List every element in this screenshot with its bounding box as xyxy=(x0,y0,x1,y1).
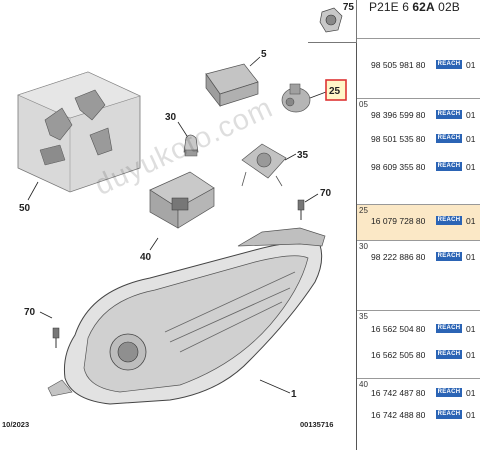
thumbnail-75[interactable]: 75 xyxy=(308,0,357,43)
part-quantity: 01 xyxy=(466,410,476,420)
part-quantity: 01 xyxy=(466,388,476,398)
highlight-box-25 xyxy=(325,79,347,101)
part-number: 98 222 886 80 xyxy=(371,252,426,262)
callout-35: 35 xyxy=(297,150,309,161)
part-50-bracket-box[interactable] xyxy=(17,71,141,193)
reach-badge: REACH xyxy=(436,324,462,333)
group-number: 05 xyxy=(359,100,368,109)
group-number: 35 xyxy=(359,312,368,321)
reach-badge: REACH xyxy=(436,350,462,359)
part-1-headlamp[interactable] xyxy=(47,227,326,405)
footer-date: 10/2023 xyxy=(2,420,30,429)
part-row[interactable]: 98 222 886 80 REACH 01 xyxy=(357,251,480,265)
thumbnail-label: 75 xyxy=(342,2,354,13)
footer-reference: 00135716 xyxy=(300,420,334,429)
part-number: 98 609 355 80 xyxy=(371,162,426,172)
reach-badge: REACH xyxy=(436,410,462,419)
part-25-motor[interactable] xyxy=(281,83,311,113)
part-quantity: 01 xyxy=(466,110,476,120)
part-row[interactable]: 16 562 504 80 REACH 01 xyxy=(357,323,480,337)
part-quantity: 01 xyxy=(466,134,476,144)
model-code-prefix: P21E 6 xyxy=(369,0,413,14)
reach-badge: REACH xyxy=(436,60,462,69)
part-row[interactable]: 16 742 487 80 REACH 01 xyxy=(357,387,480,401)
part-5-control-module[interactable] xyxy=(205,63,259,108)
model-code-bold: 62A xyxy=(412,0,435,14)
part-row[interactable]: 16 562 505 80 REACH 01 xyxy=(357,349,480,363)
part-number: 16 742 487 80 xyxy=(371,388,426,398)
part-number: 16 079 728 80 xyxy=(371,216,426,226)
callout-1: 1 xyxy=(291,389,297,400)
panel-header: P21E 6 62A 02B xyxy=(357,0,480,38)
part-35-ballast[interactable] xyxy=(241,143,287,187)
part-row[interactable]: 16 079 728 80 REACH 01 xyxy=(357,215,480,229)
part-number: 98 505 981 80 xyxy=(371,60,426,70)
reach-badge: REACH xyxy=(436,162,462,171)
part-40-led-unit[interactable] xyxy=(149,171,215,229)
part-row[interactable]: 98 609 355 80 REACH 01 xyxy=(357,161,480,175)
reach-badge: REACH xyxy=(436,252,462,261)
parts-diagram: 50 5 25 30 35 xyxy=(2,49,347,429)
callout-70-top: 70 xyxy=(320,188,332,199)
part-number: 16 562 505 80 xyxy=(371,350,426,360)
group-number: 25 xyxy=(359,206,368,215)
group-number: 30 xyxy=(359,242,368,251)
part-number: 16 742 488 80 xyxy=(371,410,426,420)
model-code: P21E 6 62A 02B xyxy=(369,0,460,14)
thumbnail-part-icon xyxy=(319,7,343,33)
callout-5: 5 xyxy=(261,49,267,60)
exploded-view: 50 5 25 30 35 xyxy=(17,49,347,405)
part-30-bulb[interactable] xyxy=(183,134,199,157)
reach-badge: REACH xyxy=(436,110,462,119)
part-quantity: 01 xyxy=(466,350,476,360)
reach-badge: REACH xyxy=(436,388,462,397)
model-code-suffix: 02B xyxy=(434,0,460,14)
part-quantity: 01 xyxy=(466,252,476,262)
part-quantity: 01 xyxy=(466,162,476,172)
callout-50: 50 xyxy=(19,203,31,214)
part-70-screw-left[interactable] xyxy=(52,327,60,348)
part-quantity: 01 xyxy=(466,60,476,70)
part-row[interactable]: 98 505 981 80 REACH 01 xyxy=(357,59,480,73)
part-row[interactable]: 98 501 535 80 REACH 01 xyxy=(357,133,480,147)
group-number: 40 xyxy=(359,380,368,389)
callout-40: 40 xyxy=(140,252,152,263)
part-70-screw-top[interactable] xyxy=(297,199,305,220)
callout-30: 30 xyxy=(165,112,177,123)
reach-badge: REACH xyxy=(436,134,462,143)
part-row[interactable]: 16 742 488 80 REACH 01 xyxy=(357,409,480,423)
parts-group: 98 505 981 80 REACH 01 xyxy=(357,38,480,99)
part-row[interactable]: 98 396 599 80 REACH 01 xyxy=(357,109,480,123)
part-quantity: 01 xyxy=(466,324,476,334)
callout-70-left: 70 xyxy=(24,307,36,318)
reach-badge: REACH xyxy=(436,216,462,225)
part-quantity: 01 xyxy=(466,216,476,226)
part-number: 16 562 504 80 xyxy=(371,324,426,334)
callout-25: 25 xyxy=(329,86,341,97)
part-number: 98 501 535 80 xyxy=(371,134,426,144)
part-number: 98 396 599 80 xyxy=(371,110,426,120)
